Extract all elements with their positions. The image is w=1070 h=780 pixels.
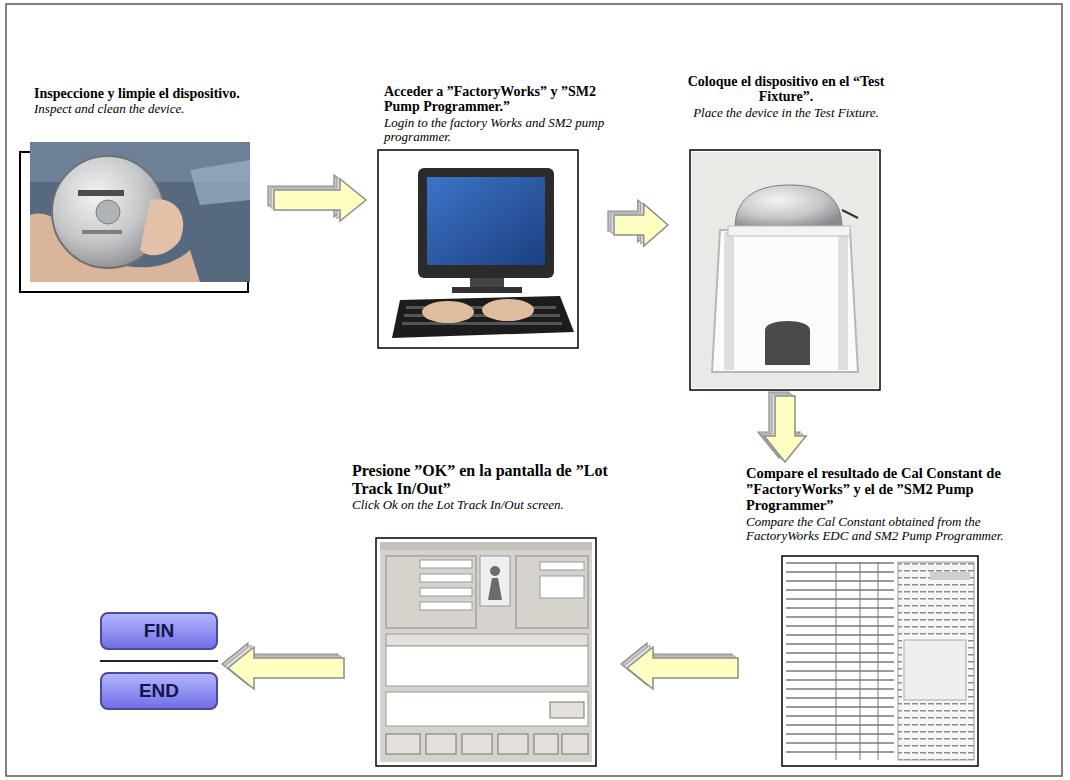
lot-track-screenshot-part <box>380 542 592 762</box>
screenshot-photo-part <box>836 562 837 760</box>
fixture-photo-part <box>728 226 850 236</box>
device-photo-part <box>190 160 250 205</box>
computer-photo-part <box>378 150 578 348</box>
step-heading: Presione ”OK” en la pantalla de ”Lot Tra… <box>352 462 623 497</box>
computer-photo-part <box>402 322 562 325</box>
screenshot-photo-part <box>860 562 861 760</box>
arrow-body <box>764 396 806 462</box>
lot-track-screenshot-part <box>540 576 584 598</box>
screenshot-photo-part <box>930 572 970 580</box>
end-terminal: FIN END <box>100 612 224 718</box>
fixture-photo-part <box>724 232 734 370</box>
screenshot-photo-part <box>782 556 978 766</box>
fixture-photo-part <box>838 232 848 370</box>
page-frame <box>6 4 1062 776</box>
step-text: Presione ”OK” en la pantalla de ”Lot Tra… <box>348 462 623 512</box>
device-photo <box>20 142 250 292</box>
computer-photo-part <box>422 301 474 323</box>
lot-track-screenshot-part <box>480 556 510 606</box>
fixture-photo-part <box>765 321 810 365</box>
computer-photo-part <box>392 296 574 338</box>
lot-track-screenshot-part <box>462 734 492 754</box>
screenshot-photo-part <box>904 640 966 700</box>
block-arrow <box>268 175 366 221</box>
lot-track-screenshot-part <box>386 556 476 628</box>
step-heading: Inspeccione y limpie el dispositivo. <box>34 86 270 101</box>
computer-photo-part <box>482 299 534 321</box>
step-translation: Inspect and clean the device. <box>34 102 270 116</box>
process-step: Inspeccione y limpie el dispositivo.Insp… <box>18 86 270 296</box>
terminal-label: END <box>100 672 218 710</box>
arrow-body <box>228 647 344 689</box>
screenshot-photo-part <box>786 562 894 760</box>
fixture-photo-part <box>735 185 842 228</box>
step-heading: Acceder a ”FactoryWorks” y ”SM2 Pump Pro… <box>384 84 610 115</box>
lot-track-screenshot-part <box>386 634 588 646</box>
computer-photo-part <box>418 168 554 278</box>
lot-track-screenshot-part <box>386 734 420 754</box>
step-heading: Coloque el dispositivo en el “Test Fixtu… <box>672 74 900 105</box>
process-step: Acceder a ”FactoryWorks” y ”SM2 Pump Pro… <box>370 84 610 350</box>
block-arrow <box>621 643 738 689</box>
device-photo-part <box>140 199 183 255</box>
lot-track-screenshot-part <box>376 538 596 766</box>
lot-track-screenshot-part <box>488 566 502 600</box>
step-text: Acceder a ”FactoryWorks” y ”SM2 Pump Pro… <box>370 84 610 144</box>
device-photo-part <box>30 142 250 282</box>
lot-track-screenshot-part <box>498 734 528 754</box>
step-translation: Login to the factory Works and SM2 pump … <box>384 116 610 145</box>
lot-track-screenshot-part <box>426 734 456 754</box>
process-step: Coloque el dispositivo en el “Test Fixtu… <box>672 74 900 392</box>
fixture-photo-part <box>690 150 880 390</box>
arrow-body <box>274 179 366 221</box>
lot-track-screenshot-part <box>420 574 472 582</box>
lot-track-screenshot-part <box>380 542 592 550</box>
fixture-photo-part <box>692 152 878 388</box>
lot-track-screenshot-part <box>550 702 584 718</box>
step-text: Coloque el dispositivo en el “Test Fixtu… <box>672 74 900 120</box>
lot-track-screenshot-part <box>534 734 558 754</box>
step-translation: Click Ok on the Lot Track In/Out screen. <box>352 498 623 512</box>
device-photo-part <box>96 200 120 224</box>
step-text: Compare el resultado de Cal Constant de … <box>742 466 1042 543</box>
fixture-photo-part <box>842 210 858 218</box>
lot-track-screenshot-part <box>420 602 472 610</box>
fixture-photo-part <box>712 230 858 372</box>
process-step: Presione ”OK” en la pantalla de ”Lot Tra… <box>348 462 623 768</box>
screenshot-photo-part <box>878 562 879 760</box>
lot-track-screenshot-part <box>420 588 472 596</box>
step-translation: Place the device in the Test Fixture. <box>672 106 900 120</box>
screenshot-photo-part <box>898 562 974 760</box>
terminal-label: FIN <box>100 612 218 650</box>
block-arrow <box>222 643 344 689</box>
step-heading: Compare el resultado de Cal Constant de … <box>746 466 1042 514</box>
screenshot-photo <box>782 556 978 766</box>
device-photo-part <box>82 230 122 234</box>
lot-track-screenshot-part <box>562 734 588 754</box>
arrow-body <box>627 647 738 689</box>
computer-photo-part <box>427 177 545 265</box>
lot-track-screenshot <box>376 538 596 766</box>
computer-photo <box>378 150 578 348</box>
step-text: Inspeccione y limpie el dispositivo.Insp… <box>18 86 270 117</box>
computer-photo-part <box>452 287 522 293</box>
process-step: Compare el resultado de Cal Constant de … <box>742 466 1042 768</box>
lot-track-screenshot-part <box>516 556 588 628</box>
lot-track-screenshot-part <box>386 692 588 726</box>
lot-track-screenshot-part <box>540 562 584 570</box>
fixture-photo <box>690 150 880 390</box>
terminal-divider <box>100 660 218 662</box>
step-translation: Compare the Cal Constant obtained from t… <box>746 515 1042 544</box>
block-arrow <box>758 392 806 462</box>
lot-track-screenshot-part <box>420 560 472 568</box>
lot-track-screenshot-part <box>386 646 588 686</box>
block-arrow <box>608 200 668 246</box>
arrow-body <box>614 204 668 246</box>
computer-photo-part <box>470 278 504 288</box>
device-photo-part <box>78 190 124 196</box>
